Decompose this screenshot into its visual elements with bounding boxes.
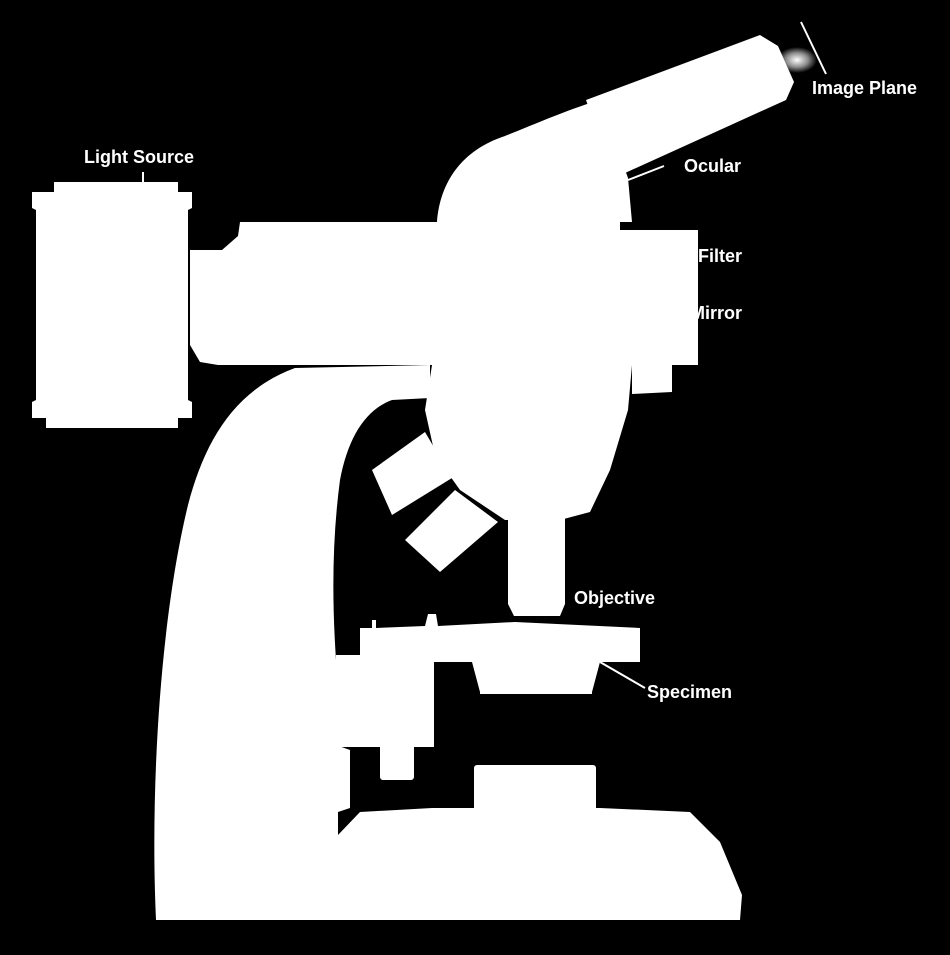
base-support <box>474 765 596 815</box>
eyepiece-tube <box>586 35 794 178</box>
objective-label: Objective <box>574 588 656 608</box>
image-plane-leader <box>800 21 827 75</box>
stage-drive-block <box>336 655 434 747</box>
objective-lens-left <box>372 432 452 515</box>
filter-label: Filter <box>698 246 743 266</box>
image-plane-label: Image Plane <box>812 78 918 98</box>
specimen-leader <box>599 661 646 689</box>
microscope-base <box>205 808 742 920</box>
mirror-label: Mirror <box>690 303 743 323</box>
condenser-holder <box>480 660 592 694</box>
objective-lens-lower <box>405 490 498 572</box>
image-plane-glow <box>777 47 817 73</box>
objective-lens <box>508 515 565 616</box>
microscope-arm <box>154 365 431 920</box>
lamp-housing <box>32 182 192 428</box>
binocular-head <box>437 100 632 222</box>
specimen-label: Specimen <box>647 682 733 702</box>
illuminator-tube <box>190 222 698 394</box>
ocular-label: Ocular <box>684 156 742 176</box>
focus-knob <box>380 740 414 780</box>
nosepiece <box>425 365 632 520</box>
light-source-label: Light Source <box>84 147 195 167</box>
ocular-leader <box>627 165 665 181</box>
